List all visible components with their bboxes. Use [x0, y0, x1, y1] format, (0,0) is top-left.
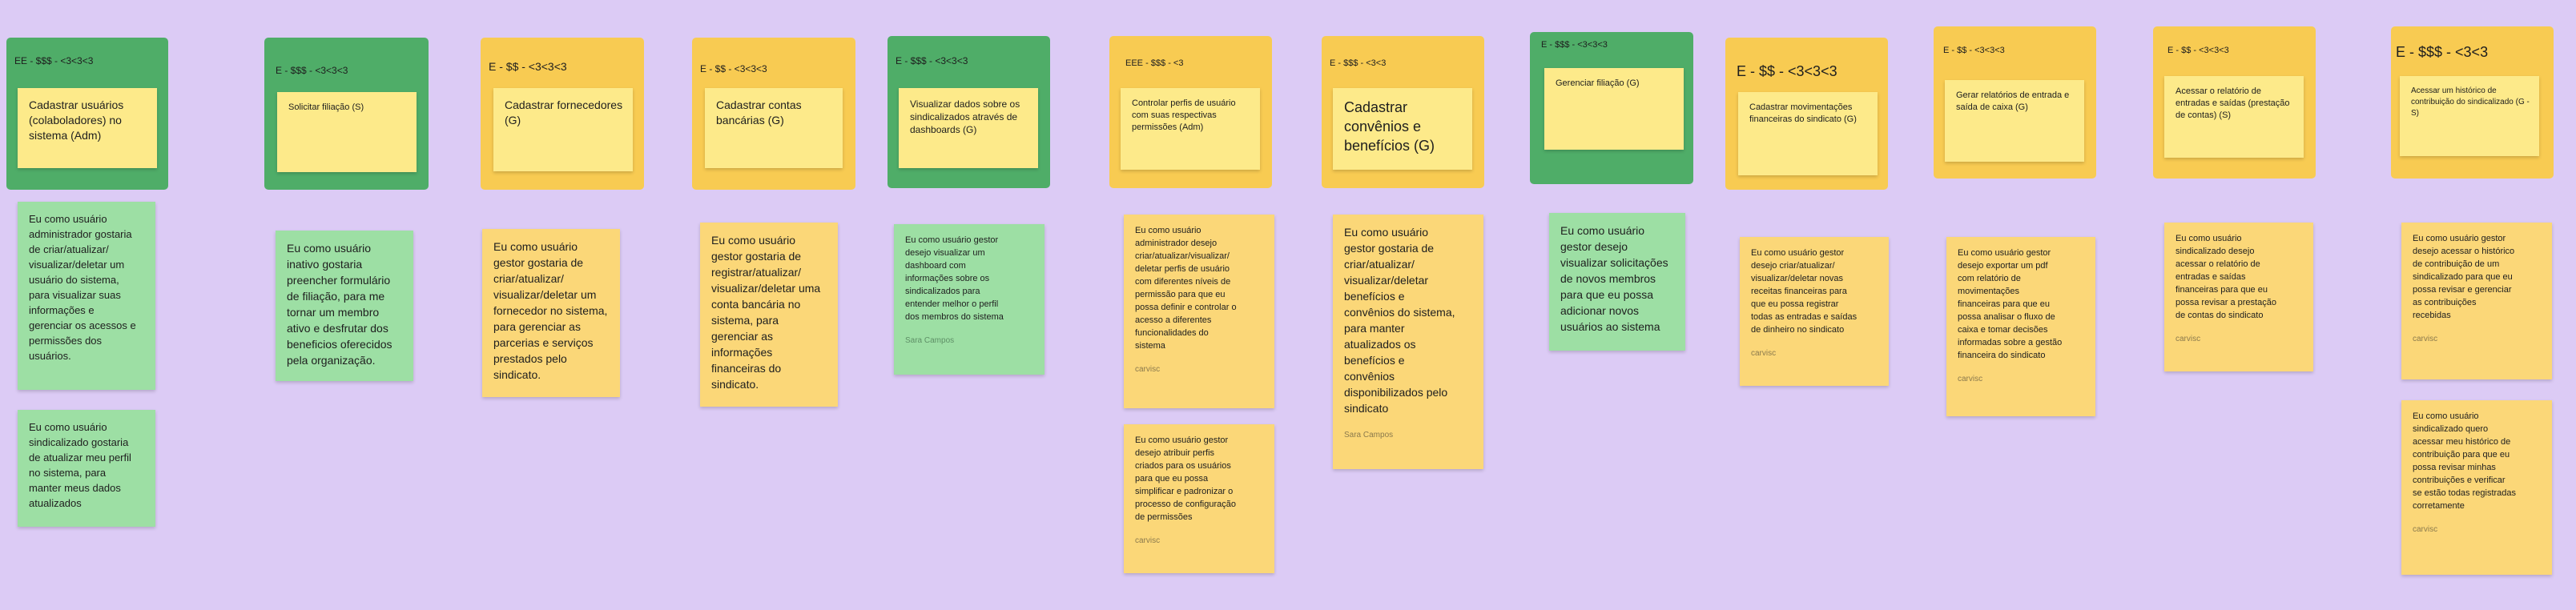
section-label: E - $$ - <3<3<3 [1943, 46, 2005, 55]
epic-text: Acessar um histórico de contribuição do … [2411, 86, 2530, 118]
user-story-sticky-note[interactable]: Eu como usuário gestor desejo atribuir p… [1124, 424, 1274, 573]
epic-text: Cadastrar usuários (colaboladores) no si… [29, 98, 124, 142]
user-story-text: Eu como usuário gestor gostaria de criar… [1344, 226, 1455, 415]
epic-text: Cadastrar convênios e benefícios (G) [1344, 99, 1435, 154]
epic-text: Gerar relatórios de entrada e saída de c… [1956, 90, 2070, 112]
epic-text: Gerenciar filiação (G) [1556, 78, 1640, 88]
user-story-sticky-note[interactable]: Eu como usuário gestor gostaria de criar… [482, 229, 620, 397]
section-label: EE - $$$ - <3<3<3 [14, 55, 94, 66]
section-label: E - $$$ - <3<3<3 [276, 65, 348, 76]
user-story-text: Eu como usuário gestor desejo atribuir p… [1135, 435, 1236, 522]
user-story-sticky-note[interactable]: Eu como usuário gestor gostaria de criar… [1333, 215, 1483, 469]
epic-sticky-note[interactable]: Cadastrar movimentações financeiras do s… [1738, 92, 1878, 175]
author-label: carvisc [2413, 525, 2438, 534]
author-label: carvisc [1135, 536, 1161, 545]
author-label: carvisc [2413, 335, 2438, 343]
user-story-text: Eu como usuário gestor gostaria de regis… [711, 234, 821, 391]
section-label: E - $$$ - <3<3 [1330, 58, 1387, 68]
user-story-text: Eu como usuário administrador gostaria d… [29, 213, 136, 362]
user-story-text: Eu como usuário inativo gostaria preench… [287, 242, 392, 367]
user-story-text: Eu como usuário gestor desejo criar/atua… [1751, 248, 1858, 335]
author-label: carvisc [1958, 375, 1983, 383]
user-story-sticky-note[interactable]: Eu como usuário sindicalizado gostaria d… [18, 410, 155, 527]
user-story-sticky-note[interactable]: Eu como usuário inativo gostaria preench… [276, 231, 413, 381]
user-story-text: Eu como usuário gestor desejo exportar u… [1958, 248, 2063, 360]
section-label: E - $$ - <3<3<3 [489, 60, 567, 73]
user-story-sticky-note[interactable]: Eu como usuário gestor desejo exportar u… [1946, 237, 2095, 416]
epic-sticky-note[interactable]: Gerar relatórios de entrada e saída de c… [1945, 80, 2084, 162]
epic-text: Controlar perfis de usuário com suas res… [1132, 98, 1236, 132]
epic-sticky-note[interactable]: Cadastrar usuários (colaboladores) no si… [18, 88, 157, 168]
section-label: E - $$$ - <3<3 [2396, 44, 2489, 60]
epic-text: Cadastrar contas bancárias (G) [716, 98, 802, 126]
author-label: carvisc [2176, 335, 2201, 343]
user-story-sticky-note[interactable]: Eu como usuário gestor gostaria de regis… [700, 223, 838, 407]
user-story-text: Eu como usuário gestor desejo visualizar… [1560, 224, 1668, 333]
user-story-text: Eu como usuário administrador desejo cri… [1135, 226, 1237, 351]
epic-sticky-note[interactable]: Controlar perfis de usuário com suas res… [1121, 88, 1260, 170]
epic-sticky-note[interactable]: Acessar o relatório de entradas e saídas… [2164, 76, 2304, 158]
epic-text: Cadastrar fornecedores (G) [505, 98, 623, 126]
epic-sticky-note[interactable]: Cadastrar fornecedores (G) [493, 88, 633, 171]
user-story-text: Eu como usuário sindicalizado gostaria d… [29, 421, 131, 509]
epic-text: Solicitar filiação (S) [288, 102, 364, 112]
user-story-text: Eu como usuário gestor gostaria de criar… [493, 240, 608, 381]
epic-sticky-note[interactable]: Gerenciar filiação (G) [1544, 68, 1684, 150]
user-story-sticky-note[interactable]: Eu como usuário gestor desejo criar/atua… [1740, 237, 1889, 386]
user-story-sticky-note[interactable]: Eu como usuário sindicalizado quero aces… [2401, 400, 2552, 575]
epic-sticky-note[interactable]: Cadastrar convênios e benefícios (G) [1333, 88, 1472, 170]
user-story-text: Eu como usuário gestor desejo acessar o … [2413, 234, 2515, 320]
author-label: carvisc [1135, 365, 1161, 374]
section-label: E - $$ - <3<3<3 [700, 63, 767, 74]
user-story-text: Eu como usuário gestor desejo visualizar… [905, 235, 1004, 322]
epic-sticky-note[interactable]: Visualizar dados sobre os sindicalizados… [899, 88, 1038, 168]
epic-text: Cadastrar movimentações financeiras do s… [1749, 102, 1857, 124]
user-story-sticky-note[interactable]: Eu como usuário gestor desejo visualizar… [1549, 213, 1685, 351]
section-label: E - $$$ - <3<3<3 [896, 55, 968, 66]
epic-sticky-note[interactable]: Solicitar filiação (S) [277, 92, 417, 172]
epic-text: Acessar o relatório de entradas e saídas… [2176, 86, 2290, 120]
user-story-text: Eu como usuário sindicalizado quero aces… [2413, 411, 2517, 511]
section-label: EEE - $$$ - <3 [1125, 58, 1184, 68]
user-story-sticky-note[interactable]: Eu como usuário sindicalizado desejo ace… [2164, 223, 2313, 371]
section-label: E - $$ - <3<3<3 [2167, 46, 2229, 55]
author-label: Sara Campos [905, 336, 955, 345]
section-label: E - $$$ - <3<3<3 [1541, 40, 1608, 50]
author-label: carvisc [1751, 349, 1777, 358]
epic-text: Visualizar dados sobre os sindicalizados… [910, 98, 1020, 135]
epic-sticky-note[interactable]: Cadastrar contas bancárias (G) [705, 88, 843, 168]
user-story-sticky-note[interactable]: Eu como usuário gestor desejo acessar o … [2401, 223, 2552, 379]
epic-sticky-note[interactable]: Acessar um histórico de contribuição do … [2400, 76, 2539, 156]
author-label: Sara Campos [1344, 431, 1394, 439]
user-story-sticky-note[interactable]: Eu como usuário gestor desejo visualizar… [894, 224, 1044, 375]
user-story-sticky-note[interactable]: Eu como usuário administrador gostaria d… [18, 202, 155, 390]
section-label: E - $$ - <3<3<3 [1737, 63, 1837, 79]
user-story-text: Eu como usuário sindicalizado desejo ace… [2176, 234, 2276, 320]
user-story-sticky-note[interactable]: Eu como usuário administrador desejo cri… [1124, 215, 1274, 408]
